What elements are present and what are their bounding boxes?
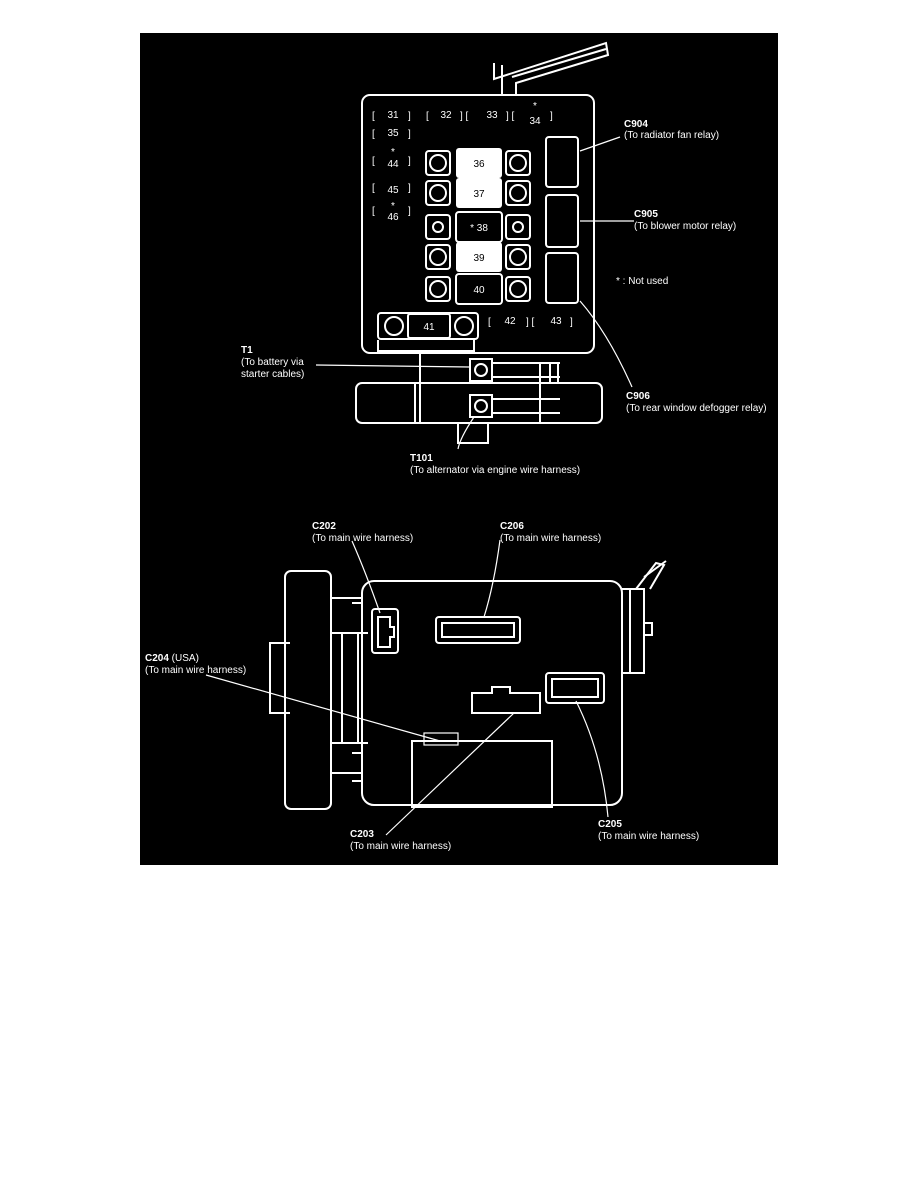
svg-text:]: ] [408, 206, 411, 217]
c905-desc: (To blower motor relay) [634, 221, 736, 232]
c206-desc: (To main wire harness) [500, 533, 601, 544]
fuse-32-label: 32 [440, 110, 452, 121]
fuse-45-label: 45 [387, 185, 399, 196]
fuse-44-label: 44 [387, 159, 399, 170]
c906-relay-socket [545, 252, 579, 304]
svg-text:[: [ [372, 129, 375, 140]
fuse-35-label: 35 [387, 128, 399, 139]
diagram-panel: [ 31 ] [ 32 ] [ 33 ] [ * 34 ] [ 35 ] * [… [140, 33, 778, 865]
fuse-46-label: 46 [387, 212, 399, 223]
fuse-41: 41 [377, 312, 479, 340]
fuse-43-label: 43 [550, 316, 562, 327]
t101-desc: (To alternator via engine wire harness) [410, 465, 580, 476]
fuse-44-star: * [391, 147, 395, 158]
fuse-33-label: 33 [486, 110, 498, 121]
c206-connector [435, 616, 521, 644]
c904-id: C904 [624, 119, 648, 130]
c205-connector [545, 672, 605, 704]
c204-label: C204 (USA) [145, 653, 199, 664]
svg-text:[: [ [372, 111, 375, 122]
fuse-40-label: 40 [473, 285, 485, 296]
svg-text:]: ] [408, 111, 411, 122]
c906-desc: (To rear window defogger relay) [626, 403, 767, 414]
fuse-38-label: * 38 [470, 223, 488, 234]
fuse-box-diagram: [ 31 ] [ 32 ] [ 33 ] [ * 34 ] [ 35 ] * [… [145, 41, 767, 852]
c904-relay-socket [545, 136, 579, 188]
c204-desc: (To main wire harness) [145, 665, 246, 676]
c205-desc: (To main wire harness) [598, 831, 699, 842]
c204-id: C204 [145, 653, 169, 664]
fuse-box-bottom-view [205, 539, 667, 836]
fuse-39-label: 39 [473, 253, 485, 264]
fuse-box-top-view: [ 31 ] [ 32 ] [ 33 ] [ * 34 ] [ 35 ] * [… [315, 41, 634, 450]
c905-relay-socket [545, 194, 579, 248]
svg-text:]: ] [408, 129, 411, 140]
t1-id: T1 [241, 345, 253, 356]
c203-id: C203 [350, 829, 374, 840]
c204-suffix: (USA) [169, 653, 199, 664]
c206-id: C206 [500, 521, 524, 532]
svg-text:]: ] [408, 156, 411, 167]
c205-id: C205 [598, 819, 622, 830]
svg-text:] [: ] [ [506, 111, 515, 122]
left-bracket [284, 570, 332, 810]
c202-connector [371, 608, 399, 654]
fuse-39: 39 [425, 242, 531, 272]
fuse-box-body [361, 94, 595, 354]
c202-desc: (To main wire harness) [312, 533, 413, 544]
fuse-36-label: 36 [473, 159, 485, 170]
not-used-note: * : Not used [616, 276, 668, 287]
fuse-37-label: 37 [473, 189, 485, 200]
svg-text:] [: ] [ [526, 317, 535, 328]
c203-desc: (To main wire harness) [350, 841, 451, 852]
svg-text:[: [ [372, 183, 375, 194]
fuse-41-label: 41 [423, 322, 435, 333]
svg-text:[: [ [372, 156, 375, 167]
svg-text:[: [ [426, 111, 429, 122]
c905-id: C905 [634, 209, 658, 220]
fuse-42-label: 42 [504, 316, 516, 327]
fuse-37: 37 [425, 178, 531, 208]
fuse-34-star: * [533, 101, 537, 112]
svg-text:]: ] [408, 183, 411, 194]
fuse-34-label: 34 [529, 116, 541, 127]
c202-id: C202 [312, 521, 336, 532]
fuse-46-star: * [391, 201, 395, 212]
bottom-housing [361, 580, 623, 806]
svg-text:[: [ [488, 317, 491, 328]
fuse-31-label: 31 [387, 110, 399, 121]
svg-text:]: ] [570, 317, 573, 328]
c904-desc: (To radiator fan relay) [624, 130, 719, 141]
fuse-38: * 38 [425, 211, 531, 243]
t101-terminal [469, 394, 493, 418]
svg-text:]: ] [550, 111, 553, 122]
t1-desc-line2: starter cables) [241, 369, 304, 380]
t101-id: T101 [410, 453, 433, 464]
c906-id: C906 [626, 391, 650, 402]
svg-text:[: [ [372, 206, 375, 217]
c203-connector [471, 686, 541, 714]
t1-desc-line1: (To battery via [241, 357, 304, 368]
fuse-36: 36 [425, 148, 531, 178]
svg-text:] [: ] [ [460, 111, 469, 122]
mount-bracket [355, 382, 603, 424]
fuse-40: 40 [425, 273, 531, 305]
t1-terminal [469, 358, 493, 382]
lower-block [411, 740, 553, 808]
